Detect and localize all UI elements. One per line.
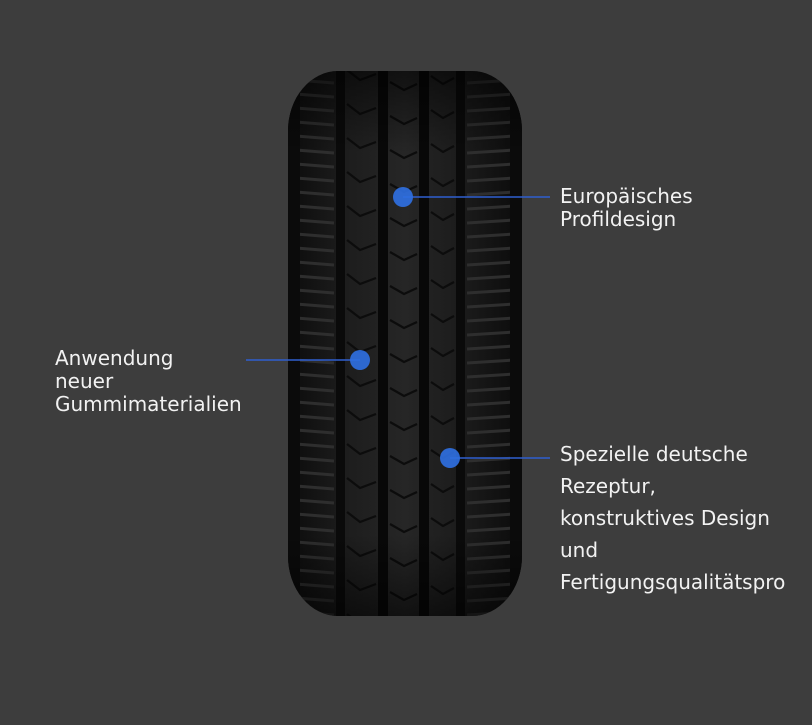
marker-dot-gummimaterialien [350,350,370,370]
marker-dot-rezeptur [440,448,460,468]
callout-europaeisches-profildesign: Europäisches Profildesign [560,184,693,231]
marker-dot-profildesign [393,187,413,207]
callout-neue-gummimaterialien: Anwendung neuer Gummimaterialien [55,346,242,416]
tire [288,71,522,616]
callout-deutsche-rezeptur: Spezielle deutsche Rezeptur, konstruktiv… [560,442,786,594]
